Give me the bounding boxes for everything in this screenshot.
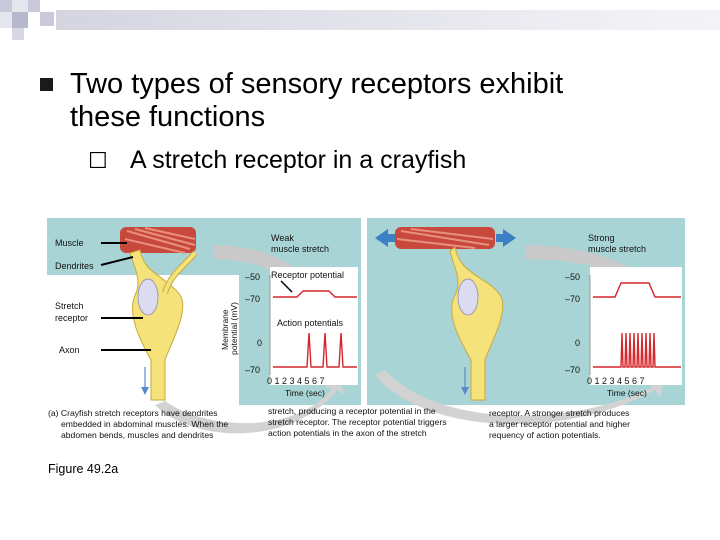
weak-receptor-potential-trace (273, 290, 357, 298)
dendrites-pointer (100, 256, 134, 266)
caption-column-2: stretch, producing a receptor potential … (268, 406, 447, 439)
sub-bullet-text: A stretch receptor in a crayfish (130, 146, 467, 174)
label-stretch-1: Stretch (55, 301, 84, 311)
stretch-arrow-left (375, 229, 395, 247)
main-bullet-icon (40, 78, 53, 91)
down-arrow-left (141, 387, 149, 395)
tick-strong-m70: –70 (565, 294, 580, 304)
tick-weak-m70b: –70 (245, 365, 260, 375)
heading-line-2: these functions (70, 101, 266, 133)
stretch-arrow-right (496, 229, 516, 247)
caption-1-line-3: abdomen bends, muscles and dendrites (61, 430, 214, 440)
label-dendrites: Dendrites (55, 261, 94, 271)
caption-1-line-1: (a) Crayfish stretch receptors have dend… (48, 408, 218, 418)
receptor-potential-pointer (280, 280, 293, 293)
large-grey-arrow-left (213, 245, 325, 307)
label-weak-1: Weak (271, 233, 294, 243)
weak-action-potentials-trace (273, 332, 357, 368)
stretch-receptor-neuron (129, 249, 198, 401)
ylabel-line-1: Membrane (220, 309, 230, 350)
caption-1-line-2: embedded in abdominal muscles. When the (61, 419, 229, 429)
label-action-potentials: Action potentials (277, 318, 344, 328)
grey-arrow-bottom-right (375, 370, 665, 425)
stretch-receptor-figure: Muscle Dendrites Stretch receptor Axon W… (47, 218, 685, 434)
label-strong-2: muscle stretch (588, 244, 646, 254)
sub-bullet-checkbox-icon: ☐ (88, 148, 108, 173)
label-weak-2: muscle stretch (271, 244, 329, 254)
large-grey-arrow-right (525, 245, 670, 307)
xlabel-weak: Time (sec) (285, 388, 325, 398)
tick-strong-m70b: –70 (565, 365, 580, 375)
ylabel-line-2: potential (mV) (229, 302, 239, 355)
down-arrow-right (461, 387, 469, 395)
tick-strong-m50: –50 (565, 272, 580, 282)
tick-weak-0: 0 (257, 338, 262, 348)
heading-line-1: Two types of sensory receptors exhibit (70, 68, 564, 100)
caption-2-line-2: stretch receptor. The receptor potential… (268, 417, 447, 427)
strong-receptor-potential-trace (593, 282, 681, 298)
label-stretch-2: receptor (55, 313, 88, 323)
tick-strong-0: 0 (575, 338, 580, 348)
tick-weak-m70: –70 (245, 294, 260, 304)
figure-number: Figure 49.2a (48, 462, 119, 476)
slide-heading: Two types of sensory receptors exhibit t… (70, 68, 563, 134)
caption-2-line-3: action potentials in the axon of the str… (268, 428, 427, 438)
strong-graph-bg (590, 267, 682, 385)
caption-3-line-2: a larger receptor potential and higher (489, 419, 630, 429)
xticks-weak: 0 1 2 3 4 5 6 7 (267, 376, 325, 386)
label-strong-1: Strong (588, 233, 615, 243)
grey-arrow-bottom-left (155, 375, 345, 434)
caption-2-line-1: stretch, producing a receptor potential … (268, 406, 436, 416)
muscle-weak (120, 227, 196, 254)
xlabel-strong: Time (sec) (607, 388, 647, 398)
stretch-receptor-neuron-strong (449, 246, 504, 401)
tick-weak-m50: –50 (245, 272, 260, 282)
label-axon: Axon (59, 345, 80, 355)
xticks-strong: 0 1 2 3 4 5 6 7 (587, 376, 645, 386)
muscle-strong (395, 227, 495, 249)
label-receptor-potential: Receptor potential (271, 270, 344, 280)
caption-column-1: (a) Crayfish stretch receptors have dend… (48, 408, 228, 441)
strong-action-potentials-trace (593, 332, 681, 368)
caption-3-line-3: requency of action potentials. (489, 430, 601, 440)
caption-column-3: receptor. A stronger stretch produces a … (489, 408, 630, 441)
label-muscle: Muscle (55, 238, 84, 248)
caption-3-line-1: receptor. A stronger stretch produces (489, 408, 630, 418)
